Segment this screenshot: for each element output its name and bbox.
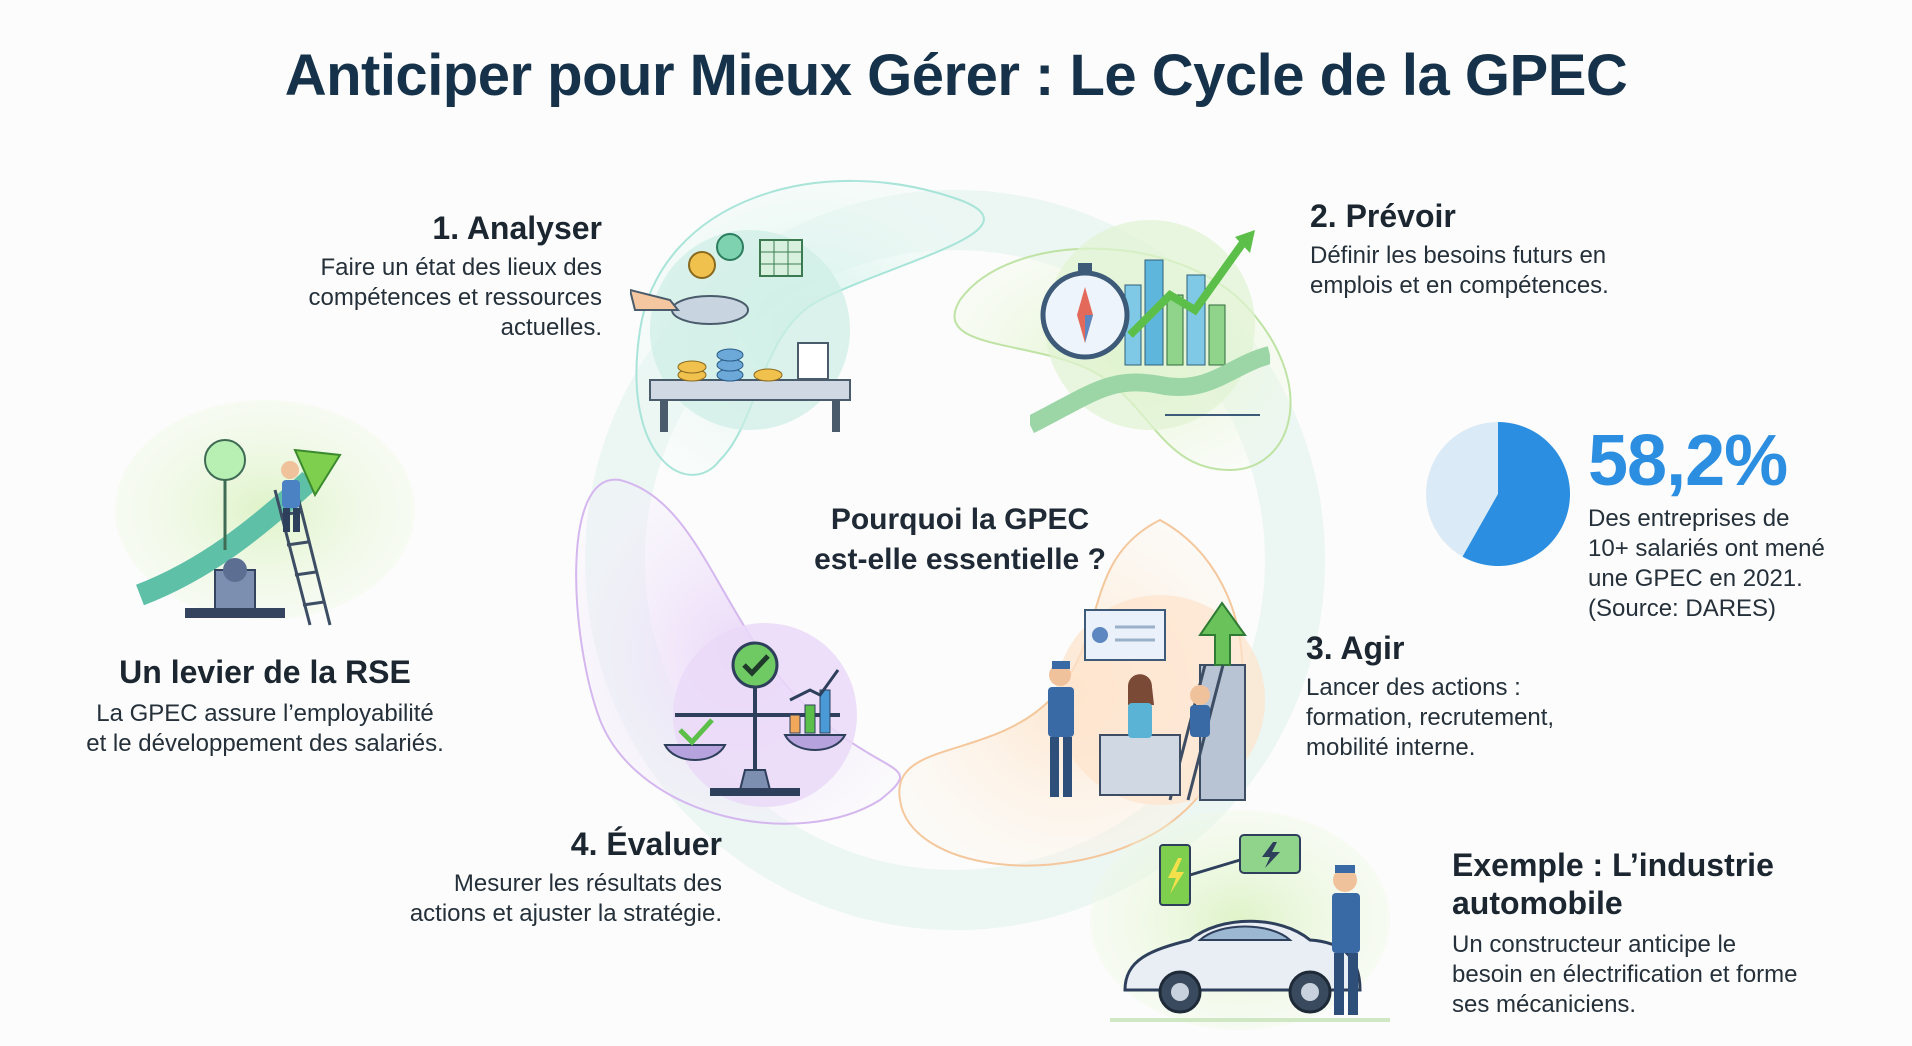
stat-value: 58,2% [1588, 421, 1788, 501]
step-line: emplois et en compétences. [1310, 272, 1609, 299]
dollar-coin-icon [688, 251, 716, 279]
stat-line: Des entreprises de [1588, 505, 1790, 532]
center-question-line: est-elle essentielle ? [814, 543, 1106, 576]
coins-icon [677, 348, 783, 382]
example-block: Exemple : L’industrie automobile Un cons… [1452, 846, 1892, 1020]
road-icon [1030, 346, 1270, 434]
stat-block: 58,2% Des entreprises de 10+ salariés on… [1588, 420, 1908, 624]
spreadsheet-icon [759, 239, 803, 277]
battery-icon [1159, 844, 1191, 906]
step-line: Lancer des actions : [1306, 674, 1521, 701]
stat-pie-chart [1424, 420, 1572, 568]
step-title: 1. Analyser [432, 210, 602, 246]
climbing-person-icon [281, 461, 300, 532]
evaluation-illustration [663, 623, 857, 807]
step-line: Définir les besoins futurs en [1310, 242, 1607, 269]
center-question-line: Pourquoi la GPEC [830, 503, 1090, 536]
step-prevoir: 2. Prévoir Définir les besoins futurs en… [1310, 198, 1690, 301]
step-line: actuelles. [500, 314, 602, 341]
step-analyser: 1. Analyser Faire un état des lieux des … [230, 210, 602, 343]
step-title: 4. Évaluer [570, 826, 722, 862]
rse-line: et le développement des salariés. [86, 730, 444, 757]
rse-illustration [136, 439, 342, 626]
woman-icon [1128, 674, 1154, 738]
example-line: besoin en électrification et forme [1452, 961, 1798, 988]
forecast-illustration [1030, 220, 1270, 434]
stat-line: une GPEC en 2021. [1588, 565, 1803, 592]
example-title-line: Exemple : L’industrie [1452, 847, 1774, 883]
ladder-icon [273, 484, 332, 626]
charging-screen-icon [1239, 834, 1301, 874]
growth-arrow-icon [1127, 237, 1249, 338]
rse-title: Un levier de la RSE [119, 654, 411, 690]
step-line: compétences et ressources [308, 284, 602, 311]
step-line: Faire un état des lieux des [320, 254, 603, 281]
analyse-illustration [630, 230, 851, 432]
stat-line: (Source: DARES) [1588, 595, 1777, 622]
mechanic-icon [1332, 865, 1360, 1015]
up-arrow-icon [293, 448, 342, 498]
document-icon [797, 342, 829, 380]
step-line: mobilité interne. [1306, 734, 1476, 761]
step-line: formation, recrutement, [1306, 704, 1555, 731]
step-line: Mesurer les résultats des [453, 870, 722, 897]
center-question: Pourquoi la GPEC est-elle essentielle ? [770, 500, 1150, 580]
dollar-coin-icon-2 [716, 233, 744, 261]
desk-icon [1099, 734, 1181, 796]
rse-line: La GPEC assure l’employabilité [96, 700, 434, 727]
example-line: ses mécaniciens. [1452, 991, 1637, 1018]
step-title: 2. Prévoir [1310, 198, 1456, 234]
check-icon [731, 641, 779, 689]
example-line: Un constructeur anticipe le [1452, 931, 1737, 958]
gear-icon [1092, 627, 1108, 643]
lightbulb-icon [204, 439, 246, 550]
automotive-illustration [1110, 834, 1390, 1022]
sieve-icon [671, 295, 749, 325]
scale-pan-left [663, 744, 727, 761]
stat-line: 10+ salariés ont mené [1588, 535, 1825, 562]
step-title: 3. Agir [1306, 630, 1405, 666]
compass-icon [1040, 263, 1130, 360]
small-check-icon [678, 718, 714, 746]
worker-icon [1048, 661, 1074, 797]
pie-slice [1462, 422, 1570, 566]
scale-pan-right [783, 734, 847, 751]
rse-block: Un levier de la RSE La GPEC assure l’emp… [40, 654, 490, 759]
action-illustration [1048, 595, 1265, 805]
electric-car-icon [1123, 919, 1362, 1014]
hand-icon [630, 288, 681, 311]
bar-chart-icon [789, 669, 840, 734]
step-line: actions et ajuster la stratégie. [409, 900, 722, 927]
step-evaluer: 4. Évaluer Mesurer les résultats des act… [340, 826, 722, 929]
page-title: Anticiper pour Mieux Gérer : Le Cycle de… [284, 43, 1628, 108]
climber-icon [1190, 685, 1210, 737]
example-title-line: automobile [1452, 885, 1623, 921]
step-agir: 3. Agir Lancer des actions : formation, … [1306, 630, 1626, 763]
